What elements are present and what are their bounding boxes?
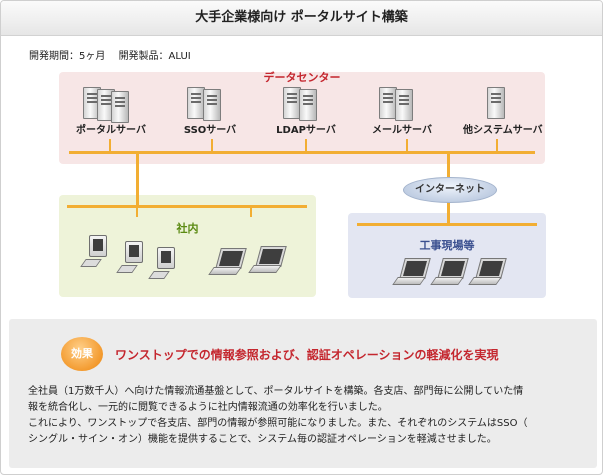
server-label: LDAPサーバ [276,125,336,136]
description-line: シングル・サイン・オン）機能を提供することで、システム毎の認証オペレーションを軽… [28,434,497,445]
server-label: メールサーバ [372,125,432,136]
internet-cloud: インターネット [403,177,497,203]
data-center-network-line [69,151,535,154]
office-network-line [67,205,307,208]
data-center-label: データセンター [263,71,341,84]
desktop-pc-icon [148,247,179,287]
server-icon [111,91,129,123]
description-line: 全社員（1万数千人）へ向けた情報流通基盤として、ポータルサイトを構築。各支店、部… [28,386,524,397]
office-uplink-line [136,154,139,208]
server-icon [299,89,317,121]
server-label: 他システムサーバ [463,125,543,136]
laptop-icon [248,246,287,273]
site-label: 工事現場等 [419,239,475,252]
sso-server: SSOサーバ [184,87,236,136]
server-drop-line-2 [211,139,213,152]
server-icon [395,89,413,121]
server-label: ポータルサーバ [76,125,146,136]
development-product: 開発製品：ALUI [118,51,191,62]
server-drop-line-1 [109,139,111,152]
server-label: SSOサーバ [183,125,237,136]
desktop-pc-icon [80,235,111,275]
desktop-pc-icon [116,241,147,281]
server-drop-line-5 [496,139,498,152]
office-drop-line-2 [250,207,252,217]
laptop-icon [208,248,247,275]
server-icon [487,87,505,119]
portal-server: ポータルサーバ [76,87,146,136]
office-label: 社内 [176,222,199,235]
internet-uplink-line [447,154,450,177]
description-line: 報を統合化し、一元的に閲覧できるように社内情報流通の効率化を行いました。 [28,402,388,413]
page-title: 大手企業様向け ポータルサイト構築 [1,1,602,36]
server-drop-line-3 [305,139,307,152]
office-drop-line-1 [136,207,138,217]
server-icon [203,89,221,121]
effect-section [9,319,597,468]
effect-badge: 効果 [61,337,103,371]
effect-description: 全社員（1万数千人）へ向けた情報流通基盤として、ポータルサイトを構築。各支店、部… [28,384,584,448]
development-period: 開発期間：5ヶ月 [29,51,106,62]
internet-downlink-line [447,202,450,225]
ldap-server: LDAPサーバ [276,87,336,136]
laptop-icon [392,258,431,285]
description-line: これにより、ワンストップで各支店、部門の情報が参照可能になりました。また、それぞ… [28,418,528,429]
project-meta: 開発期間：5ヶ月 開発製品：ALUI [29,47,191,62]
laptop-icon [468,258,507,285]
laptop-icon [430,258,469,285]
other-system-server: 他システムサーバ [463,87,543,136]
site-network-line [357,223,537,226]
effect-heading: ワンストップでの情報参照および、認証オペレーションの軽減化を実現 [115,348,499,362]
mail-server: メールサーバ [372,87,432,136]
server-drop-line-4 [406,139,408,152]
